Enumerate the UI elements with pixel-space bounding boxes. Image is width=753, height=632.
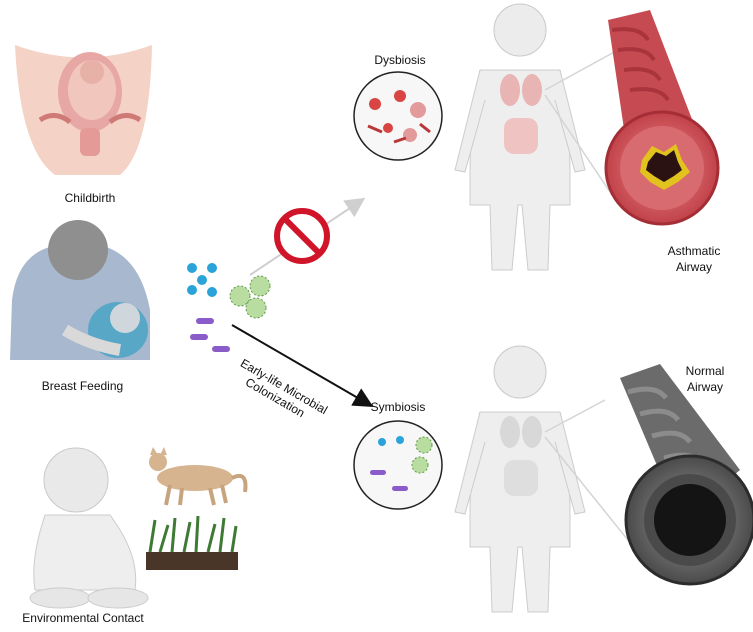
cat-illustration: [149, 447, 248, 506]
connector-line: [544, 399, 606, 433]
grass-soil-illustration: [146, 515, 238, 570]
child-body-upper: [454, 3, 586, 271]
environmental-contact-label: Environmental Contact: [22, 611, 144, 625]
symbiosis-circle: [353, 420, 443, 510]
connector-line: [544, 436, 641, 556]
microbes-cluster: [187, 263, 271, 352]
asthmatic-airway-illustration: [604, 10, 720, 226]
asthmatic-airway-label-line2: Airway: [675, 260, 712, 274]
normal-airway-label-line2: Airway: [686, 380, 723, 394]
baby-illustration: [29, 447, 149, 609]
symbiosis-arrow: [231, 324, 374, 408]
normal-airway-label-line1: Normal: [685, 364, 725, 378]
connector-line: [544, 94, 613, 196]
connector-line: [544, 49, 619, 91]
symbiosis-label: Symbiosis: [370, 400, 426, 414]
prohibition-icon: [274, 208, 330, 264]
child-body-lower: [454, 345, 586, 613]
breast-feeding-illustration: [10, 220, 150, 360]
dysbiosis-label: Dysbiosis: [374, 53, 426, 67]
breast-feeding-label: Breast Feeding: [41, 379, 124, 393]
childbirth-illustration: [15, 45, 152, 175]
dysbiosis-circle: [353, 71, 443, 161]
asthmatic-airway-label-line1: Asthmatic: [667, 244, 721, 258]
childbirth-label: Childbirth: [64, 191, 116, 205]
normal-airway-illustration: [620, 364, 753, 586]
